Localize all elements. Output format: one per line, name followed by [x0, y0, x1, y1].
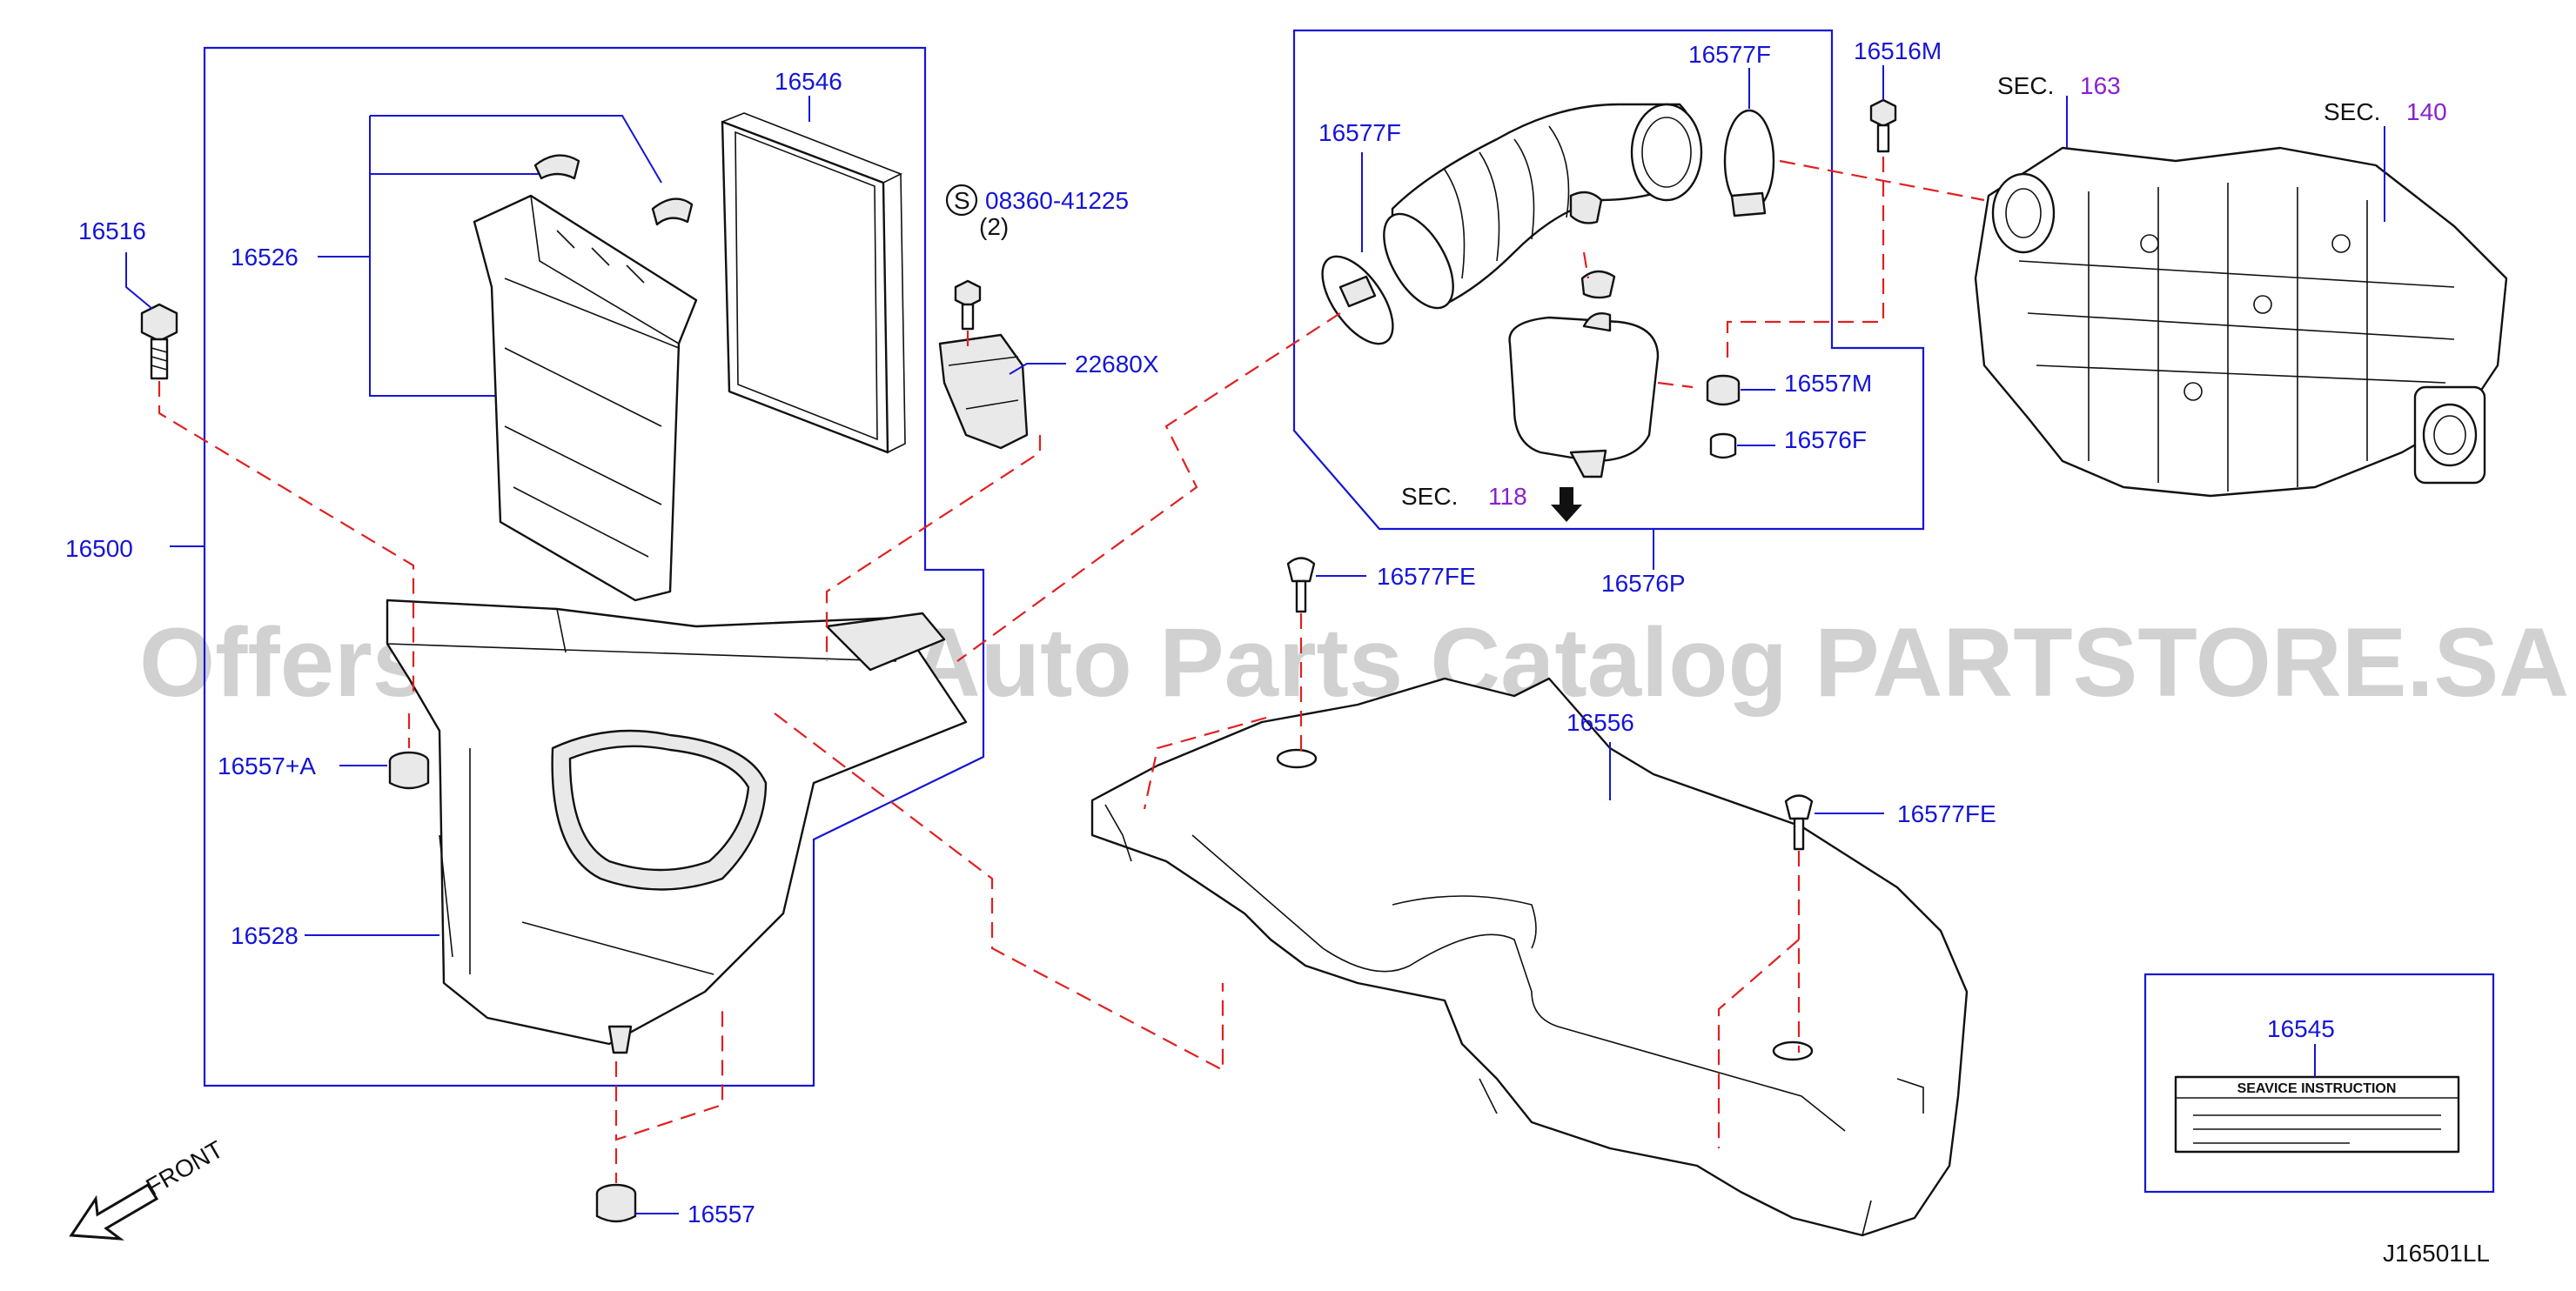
screw-spec-badge — [945, 184, 978, 217]
grommet-16557 — [595, 1183, 637, 1223]
dashed-leader-bolt-16516 — [158, 381, 415, 696]
dashed-leader-duct-to-frame — [956, 312, 1341, 662]
dashed-leader-grommet-16557 — [614, 1009, 724, 1183]
part-label-16576f: 16576F — [1784, 426, 1867, 453]
section-number-163: 163 — [2080, 72, 2121, 99]
air-inlet-duct — [1383, 103, 1703, 310]
dashed-leader-screw-to-housing — [825, 331, 1042, 661]
arrow-sec118 — [1551, 487, 1582, 522]
part-label-16500: 16500 — [65, 535, 133, 562]
section-prefix-118: SEC. — [1401, 483, 1458, 510]
hose-clamp-right — [1723, 109, 1775, 217]
leader-22680x — [1009, 363, 1066, 375]
screw-spec-badge-letter: S — [954, 187, 970, 214]
part-label-16516m: 16516M — [1854, 37, 1942, 64]
section-prefix-163: SEC. — [1997, 72, 2054, 99]
part-label-16577f-right: 16577F — [1688, 41, 1771, 68]
intake-manifold — [1974, 146, 2508, 498]
section-number-140: 140 — [2406, 98, 2447, 125]
cap-16576f — [1709, 432, 1737, 459]
bolt-16516 — [140, 303, 178, 380]
front-arrow-icon — [69, 1182, 159, 1241]
screw-spec-qty: (2) — [979, 213, 1009, 240]
part-label-16528: 16528 — [231, 922, 299, 949]
section-number-118: 118 — [1488, 483, 1527, 510]
bracket-16526 — [318, 115, 662, 397]
bolt-16516m — [1869, 98, 1897, 153]
dashed-leader-clip-upper — [1143, 613, 1303, 810]
part-label-16577f-left: 16577F — [1318, 119, 1401, 146]
mass-airflow-sensor — [938, 333, 1029, 450]
air-cleaner-assembly-frame — [203, 46, 985, 1087]
dashed-leader-housing-to-cover — [774, 712, 1224, 1072]
part-label-16557m: 16557M — [1784, 370, 1872, 397]
screw-spec-number: 08360-41225 — [985, 187, 1129, 214]
dashed-leader-resonator — [1582, 251, 1694, 389]
intake-duct-frame — [473, 194, 698, 602]
inlet-duct-frame — [1292, 29, 1925, 531]
dashed-leader-clip-lower — [1717, 851, 1801, 1148]
engine-cover — [1090, 677, 1969, 1237]
part-label-16557: 16557 — [688, 1201, 755, 1227]
section-prefix-140: SEC. — [2324, 98, 2380, 125]
air-cleaner-housing-lower — [386, 599, 968, 1054]
label-card-title: SEAVICE INSTRUCTION — [2237, 1081, 2397, 1096]
part-label-16546: 16546 — [775, 68, 842, 95]
diagram-code: J16501LL — [2383, 1240, 2490, 1267]
front-label: FRONT — [142, 1135, 228, 1201]
air-filter-element — [721, 112, 906, 454]
part-label-16577fe-lower: 16577FE — [1897, 800, 1996, 827]
part-label-16576p: 16576P — [1601, 570, 1686, 597]
label-card-frame — [2143, 973, 2495, 1194]
part-label-16557a: 16557+A — [218, 753, 316, 779]
part-label-16545: 16545 — [2267, 1015, 2335, 1042]
resonator — [1508, 270, 1660, 478]
grommet-16557a — [388, 751, 430, 790]
part-label-22680x: 22680X — [1075, 351, 1159, 378]
clip-right — [651, 197, 694, 226]
clip-left — [533, 154, 580, 180]
part-label-16577fe-upper: 16577FE — [1377, 563, 1476, 590]
part-label-16556: 16556 — [1566, 709, 1634, 736]
dashed-leader-duct-to-manifold — [1779, 159, 1985, 202]
push-clip-lower — [1784, 794, 1814, 851]
push-clip-upper — [1286, 557, 1316, 613]
dashed-leader-bolt-16516m — [1726, 157, 1885, 365]
part-label-16526: 16526 — [231, 244, 299, 271]
grommet-16557m — [1706, 374, 1741, 406]
screw-08360 — [954, 279, 982, 331]
leader-16516 — [125, 252, 153, 310]
part-label-16516: 16516 — [78, 217, 146, 244]
